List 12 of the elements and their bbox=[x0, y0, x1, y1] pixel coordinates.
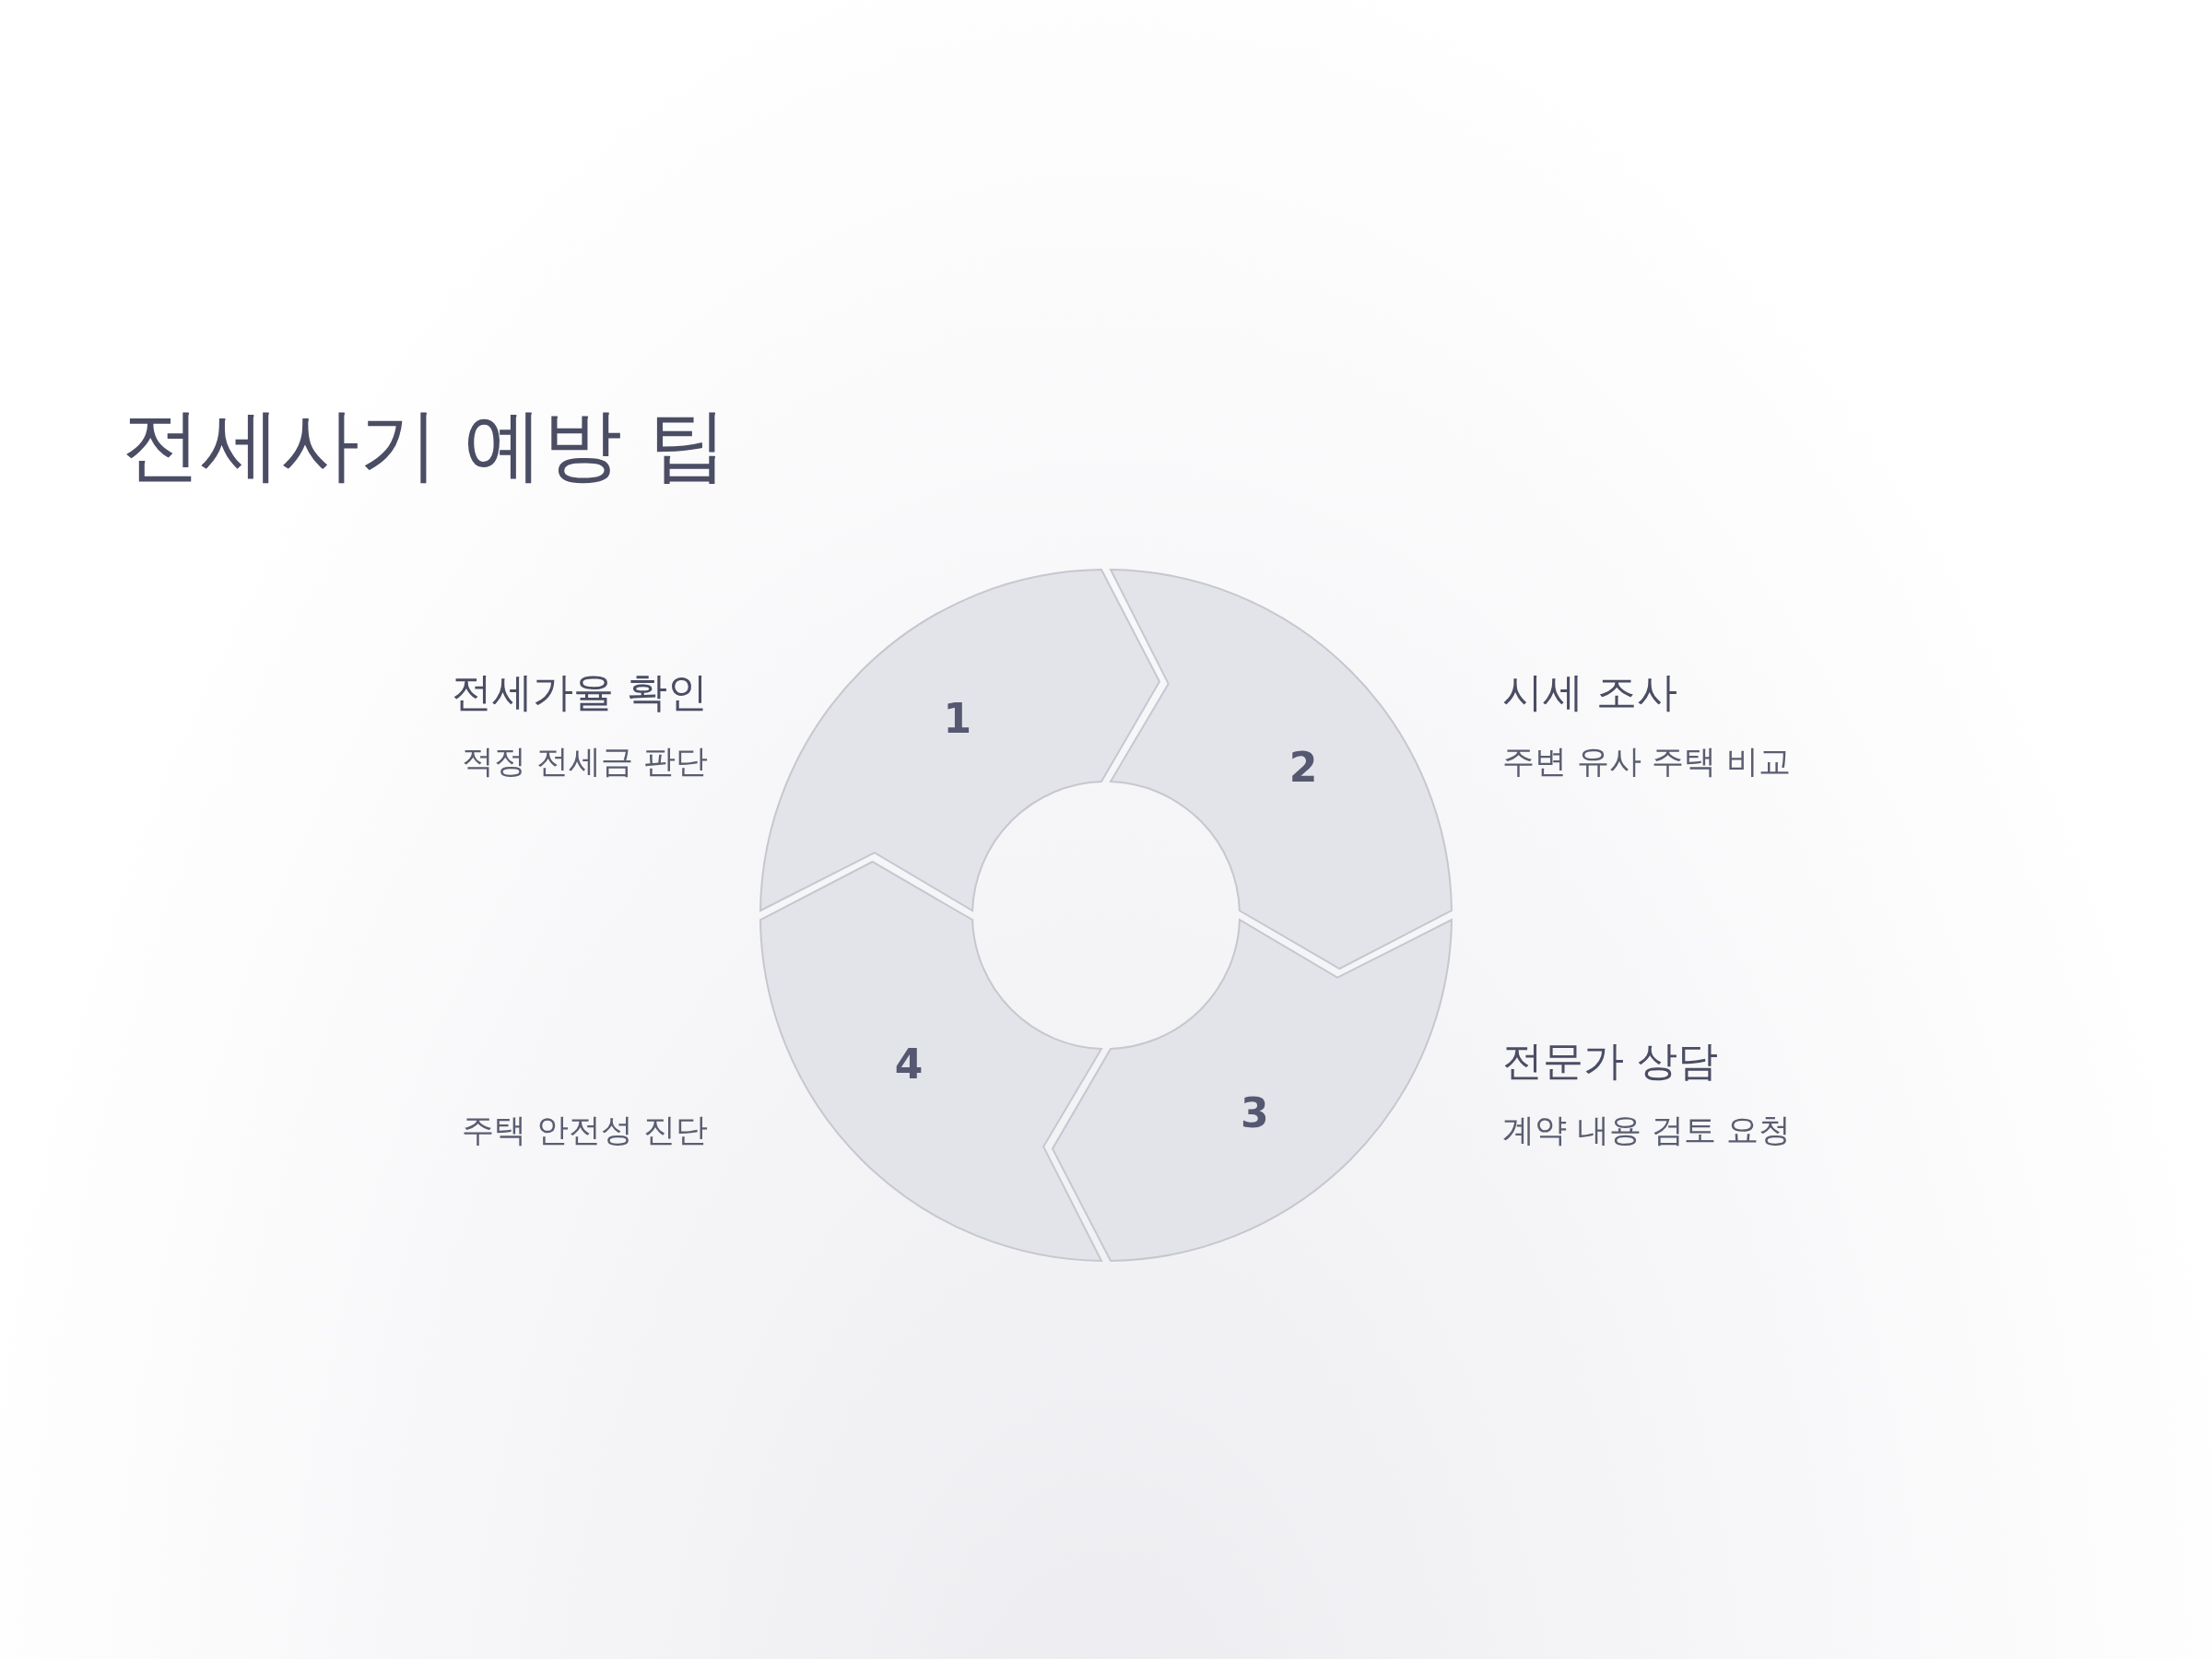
step-number: 3 bbox=[1240, 1088, 1269, 1136]
heading-text: 전문가 상담 bbox=[1502, 1036, 1718, 1086]
heading-text: 시세 조사 bbox=[1502, 667, 1677, 717]
description-text: 계약 내용 검토 요청 bbox=[1502, 1111, 1792, 1150]
description-text: 적정 전세금 판단 bbox=[461, 742, 708, 782]
step-number: 4 bbox=[894, 1040, 924, 1088]
step-number: 2 bbox=[1288, 743, 1318, 791]
step-number: 1 bbox=[943, 694, 971, 742]
heading-text: 전세가율 확인 bbox=[452, 667, 708, 717]
title-text: 전세사기 예방 팁 bbox=[122, 397, 727, 492]
description-text: 주변 유사 주택 비교 bbox=[1502, 742, 1792, 782]
description-text: 주택 안전성 진단 bbox=[461, 1111, 708, 1150]
